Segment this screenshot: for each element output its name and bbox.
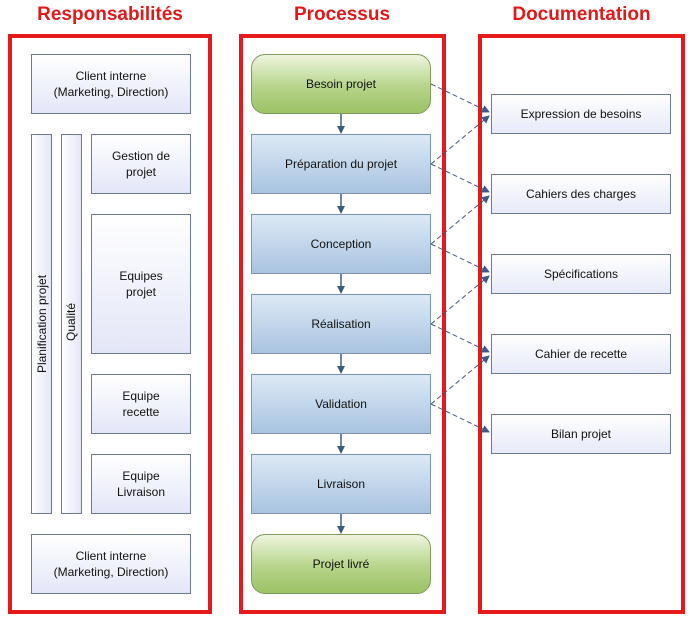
qualite-label: Qualité (64, 302, 78, 342)
doc-bilan-projet: Bilan projet (491, 414, 671, 454)
equipe-livraison-label: Equipe Livraison (116, 469, 166, 499)
node-preparation-projet: Préparation du projet (251, 134, 431, 194)
node-validation: Validation (251, 374, 431, 434)
gestion-de-projet-label: Gestion de projet (111, 149, 171, 179)
client-interne-top-label: Client interne (Marketing, Direction) (53, 69, 169, 99)
equipes-projet-label: Equipes projet (119, 269, 163, 299)
node-livraison-label: Livraison (316, 477, 366, 491)
doc-expression-besoins: Expression de besoins (491, 94, 671, 134)
node-projet-livre: Projet livré (251, 534, 431, 594)
node-preparation-projet-label: Préparation du projet (284, 157, 398, 171)
doc-bilan-projet-label: Bilan projet (550, 427, 612, 441)
doc-cahiers-des-charges-label: Cahiers des charges (525, 187, 637, 201)
client-interne-top: Client interne (Marketing, Direction) (31, 54, 191, 114)
client-interne-bottom: Client interne (Marketing, Direction) (31, 534, 191, 594)
client-interne-bottom-label: Client interne (Marketing, Direction) (53, 549, 169, 579)
node-besoin-projet: Besoin projet (251, 54, 431, 114)
doc-cahier-de-recette: Cahier de recette (491, 334, 671, 374)
doc-specifications-label: Spécifications (543, 267, 619, 281)
title-responsabilites: Responsabilités (37, 4, 183, 25)
node-livraison: Livraison (251, 454, 431, 514)
equipe-livraison: Equipe Livraison (91, 454, 191, 514)
gestion-de-projet: Gestion de projet (91, 134, 191, 194)
doc-cahiers-des-charges: Cahiers des charges (491, 174, 671, 214)
equipe-recette: Equipe recette (91, 374, 191, 434)
node-realisation-label: Réalisation (311, 317, 371, 331)
doc-specifications: Spécifications (491, 254, 671, 294)
node-conception: Conception (251, 214, 431, 274)
equipe-recette-label: Equipe recette (122, 389, 160, 419)
planification-projet-bar (31, 134, 52, 514)
title-processus: Processus (293, 4, 391, 25)
doc-cahier-de-recette-label: Cahier de recette (534, 347, 628, 361)
title-documentation: Documentation (512, 4, 651, 25)
node-besoin-projet-label: Besoin projet (305, 77, 377, 91)
equipes-projet: Equipes projet (91, 214, 191, 354)
node-projet-livre-label: Projet livré (312, 557, 370, 571)
planification-projet-label: Planification projet (35, 274, 49, 374)
doc-expression-besoins-label: Expression de besoins (520, 107, 642, 121)
qualite-bar (61, 134, 82, 514)
node-conception-label: Conception (310, 237, 372, 251)
node-realisation: Réalisation (251, 294, 431, 354)
node-validation-label: Validation (315, 397, 367, 411)
